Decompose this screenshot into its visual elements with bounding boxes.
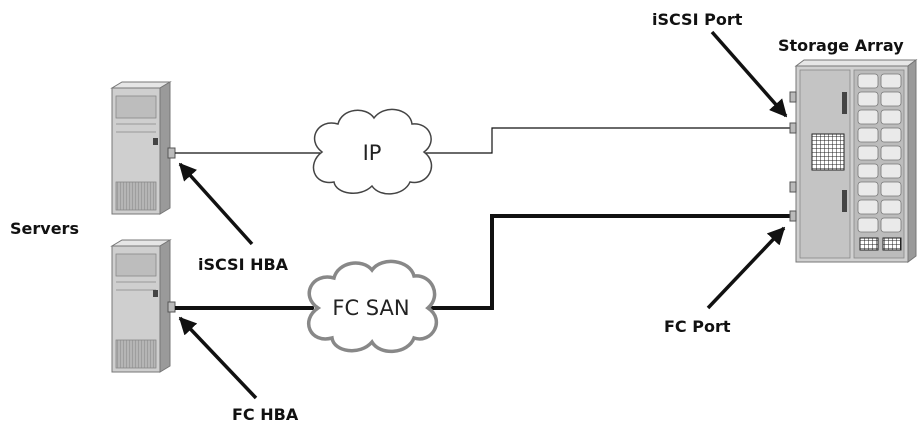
servers-label: Servers [10,219,79,238]
server-1-iscsi [112,82,170,214]
fc-link-line-2 [428,216,792,308]
iscsi-link-line-2 [425,128,792,153]
fc-port-arrow [708,228,784,308]
fc-hba-connector [168,302,175,312]
iscsi-hba-connector [168,148,175,158]
fc-port-connector [790,182,796,192]
storage-array [796,60,916,262]
server-2-fc [112,240,170,372]
storage-array-label: Storage Array [778,36,904,55]
iscsi-hba-arrow [180,164,252,244]
iscsi-port-label: iSCSI Port [652,10,742,29]
iscsi-port-arrow [712,32,786,116]
fc-hba-arrow [180,318,256,398]
fc-san-cloud-label: FC SAN [332,296,409,320]
ip-cloud-label: IP [363,141,382,165]
iscsi-port-connector [790,92,796,102]
fc-hba-label: FC HBA [232,405,298,424]
fc-port-label: FC Port [664,317,731,336]
iscsi-hba-label: iSCSI HBA [198,255,288,274]
ip-cloud: IP [313,109,431,193]
fc-port-connector-active [790,211,796,221]
iscsi-port-connector-active [790,123,796,133]
storage-grid-panel [812,134,844,170]
fc-san-cloud: FC SAN [309,261,437,351]
